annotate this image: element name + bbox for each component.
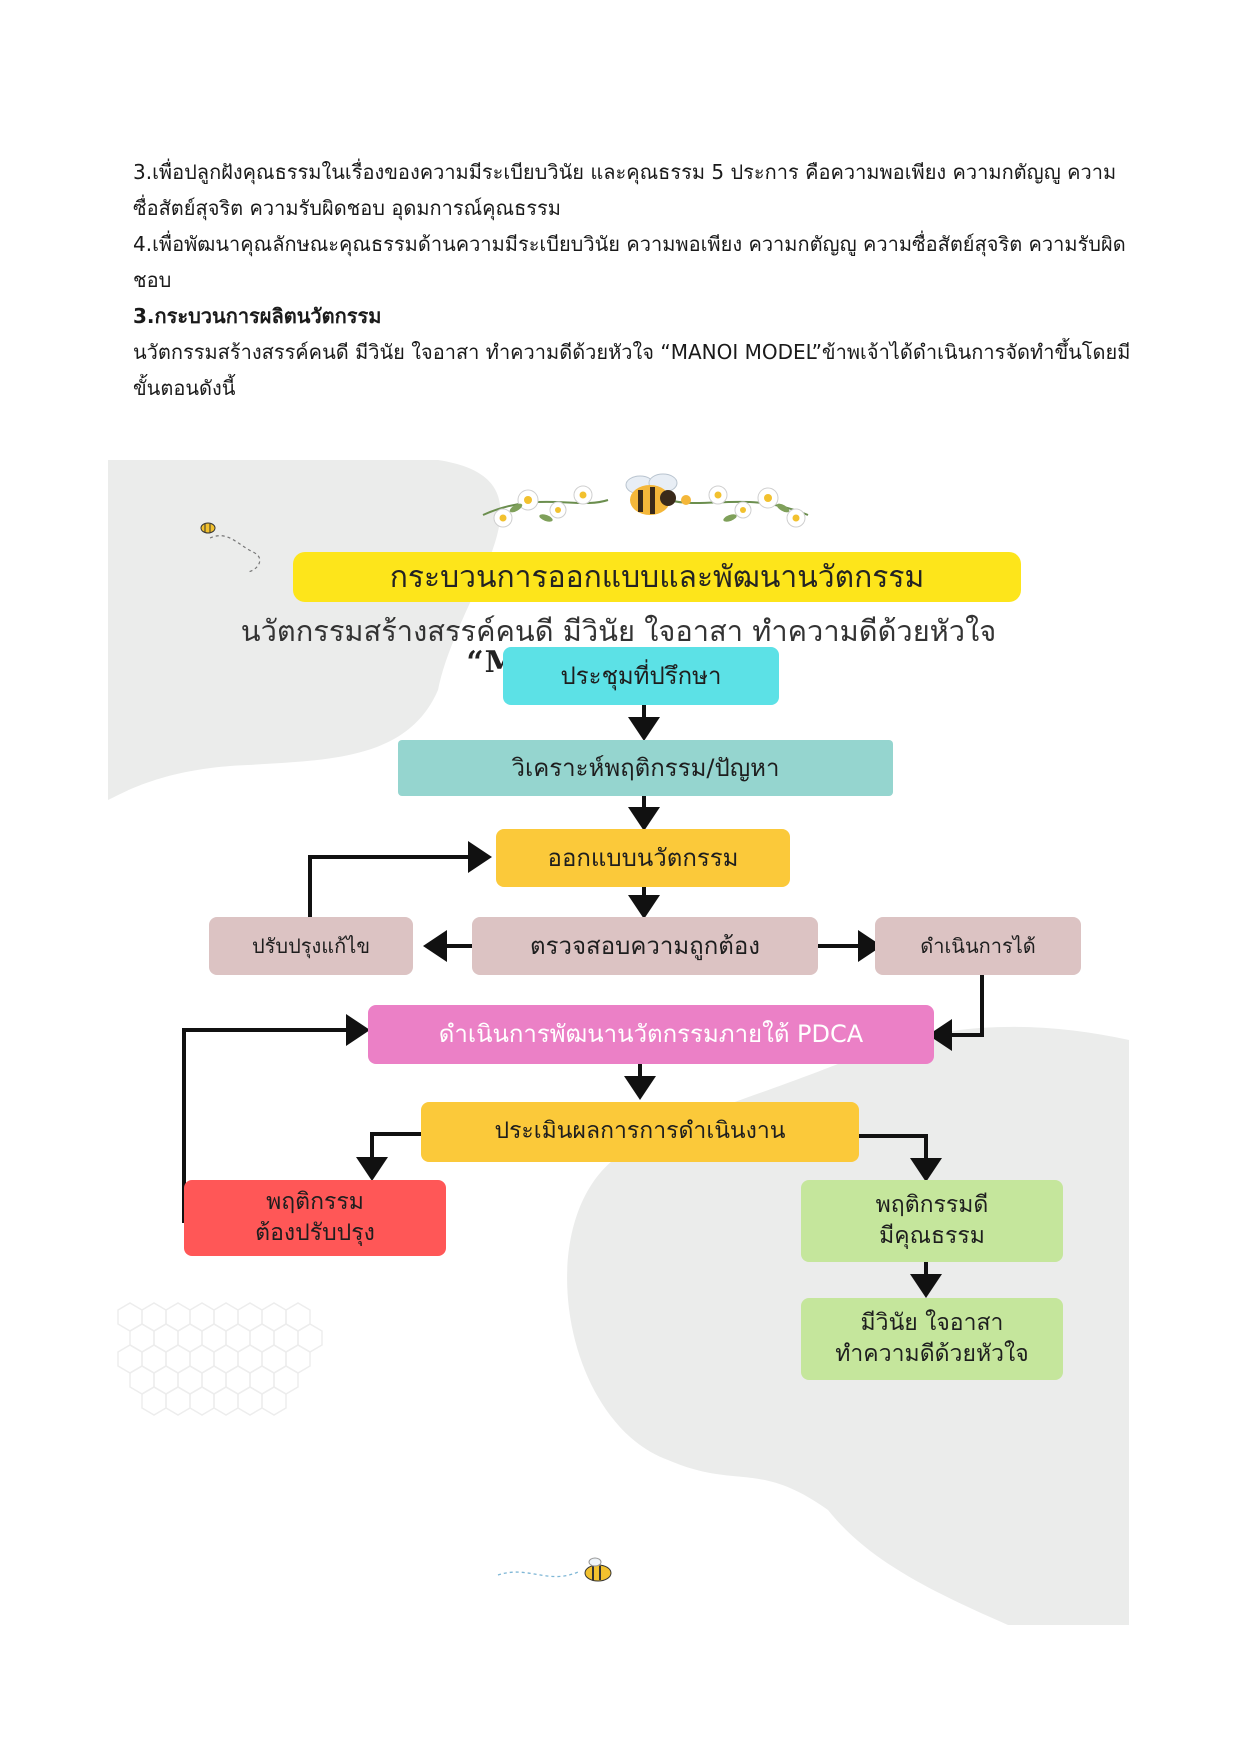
bottom-bee-icon [497, 1557, 612, 1582]
step-evaluate: ประเมินผลการการดำเนินงาน [421, 1102, 859, 1162]
step-result-line2: ทำความดีด้วยหัวใจ [835, 1341, 1029, 1367]
document-body: 3.เพื่อปลูกฝังคุณธรรมในเรื่องของความมีระ… [133, 154, 1131, 406]
step-analyze-label: วิเคราะห์พฤติกรรม/ปัญหา [511, 753, 780, 782]
step-improve-label: ปรับปรุงแก้ไข [251, 933, 371, 958]
step-good-line2: มีคุณธรรม [879, 1223, 985, 1249]
flying-bee-icon [200, 522, 261, 573]
step-consult: ประชุมที่ปรึกษา [503, 647, 779, 705]
step-needs-improve-line1: พฤติกรรม [266, 1188, 364, 1215]
step-pdca-label: ดำเนินการพัฒนานวัตกรรมภายใต้ PDCA [438, 1020, 864, 1049]
step-improve: ปรับปรุงแก้ไข [209, 917, 413, 975]
step-verify-label: ตรวจสอบความถูกต้อง [530, 931, 760, 960]
step-verify: ตรวจสอบความถูกต้อง [472, 917, 818, 975]
flow-connectors [182, 705, 984, 1298]
step-design-label: ออกแบบนวัตกรรม [547, 843, 739, 872]
objective-3-paragraph: 3.เพื่อปลูกฝังคุณธรรมในเรื่องของความมีระ… [133, 160, 1117, 220]
bee-icon [625, 473, 691, 515]
step-needs-improve: พฤติกรรม ต้องปรับปรุง [184, 1180, 446, 1256]
section-heading: 3.กระบวนการผลิตนวัตกรรม [133, 304, 382, 328]
step-result: มีวินัย ใจอาสา ทำความดีด้วยหัวใจ [801, 1298, 1063, 1380]
step-consult-label: ประชุมที่ปรึกษา [560, 661, 722, 690]
infographic-subtitle: นวัตกรรมสร้างสรรค์คนดี มีวินัย ใจอาสา ทำ… [240, 614, 997, 648]
process-infographic: กระบวนการออกแบบและพัฒนานวัตกรรม นวัตกรรม… [108, 460, 1129, 1625]
step-design: ออกแบบนวัตกรรม [496, 829, 790, 887]
step-result-line1: มีวินัย ใจอาสา [860, 1309, 1004, 1336]
intro-paragraph: นวัตกรรมสร้างสรรค์คนดี มีวินัย ใจอาสา ทำ… [133, 340, 1131, 400]
top-left-blob [108, 460, 501, 800]
infographic-title: กระบวนการออกแบบและพัฒนานวัตกรรม [293, 552, 1021, 602]
arrow-improve-to-design [308, 841, 492, 917]
arrow-evaluate-to-needs-improve [356, 1132, 421, 1181]
step-good-behavior: พฤติกรรมดี มีคุณธรรม [801, 1180, 1063, 1262]
step-proceed-label: ดำเนินการได้ [920, 933, 1036, 958]
step-evaluate-label: ประเมินผลการการดำเนินงาน [494, 1118, 786, 1145]
step-needs-improve-line2: ต้องปรับปรุง [255, 1220, 375, 1246]
step-analyze: วิเคราะห์พฤติกรรม/ปัญหา [398, 740, 893, 796]
step-pdca: ดำเนินการพัฒนานวัตกรรมภายใต้ PDCA [368, 1005, 934, 1064]
honeycomb-pattern [117, 1302, 323, 1416]
step-proceed: ดำเนินการได้ [875, 917, 1081, 975]
arrow-evaluate-to-good [859, 1134, 942, 1182]
objective-4-paragraph: 4.เพื่อพัฒนาคุณลักษณะคุณธรรมด้านความมีระ… [133, 232, 1126, 292]
arrow-proceed-to-pdca [928, 975, 984, 1051]
step-good-line1: พฤติกรรมดี [875, 1191, 989, 1218]
arrow-needs-improve-to-pdca [182, 1014, 370, 1223]
